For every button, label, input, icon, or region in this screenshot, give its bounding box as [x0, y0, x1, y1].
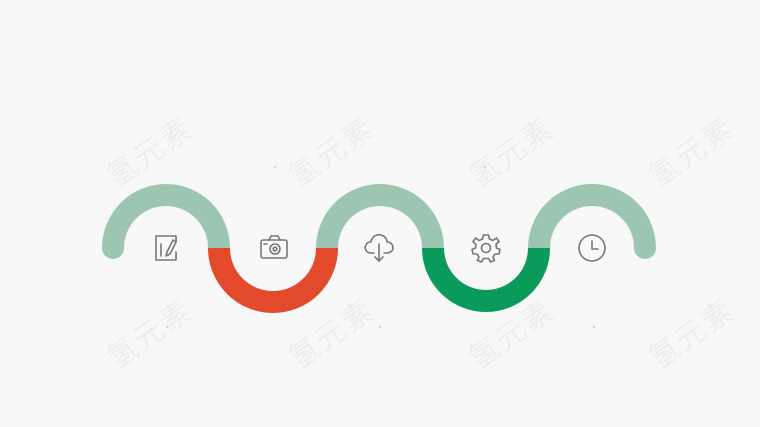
- wave-arc-3: [316, 184, 444, 249]
- wave-arc-1: [102, 184, 230, 259]
- note-edit-icon: [155, 235, 177, 261]
- clock-icon: [578, 234, 606, 262]
- wave-arc-4: [422, 247, 550, 312]
- wave-arc-5: [528, 184, 656, 259]
- dot: [593, 326, 595, 328]
- gear-icon: [471, 234, 501, 263]
- camera-icon: [260, 235, 288, 259]
- dot: [379, 326, 381, 328]
- wave-arc-2: [208, 247, 338, 313]
- dot: [484, 166, 486, 168]
- dot: [166, 326, 168, 328]
- dot: [274, 166, 276, 168]
- cloud-download-icon: [364, 233, 394, 262]
